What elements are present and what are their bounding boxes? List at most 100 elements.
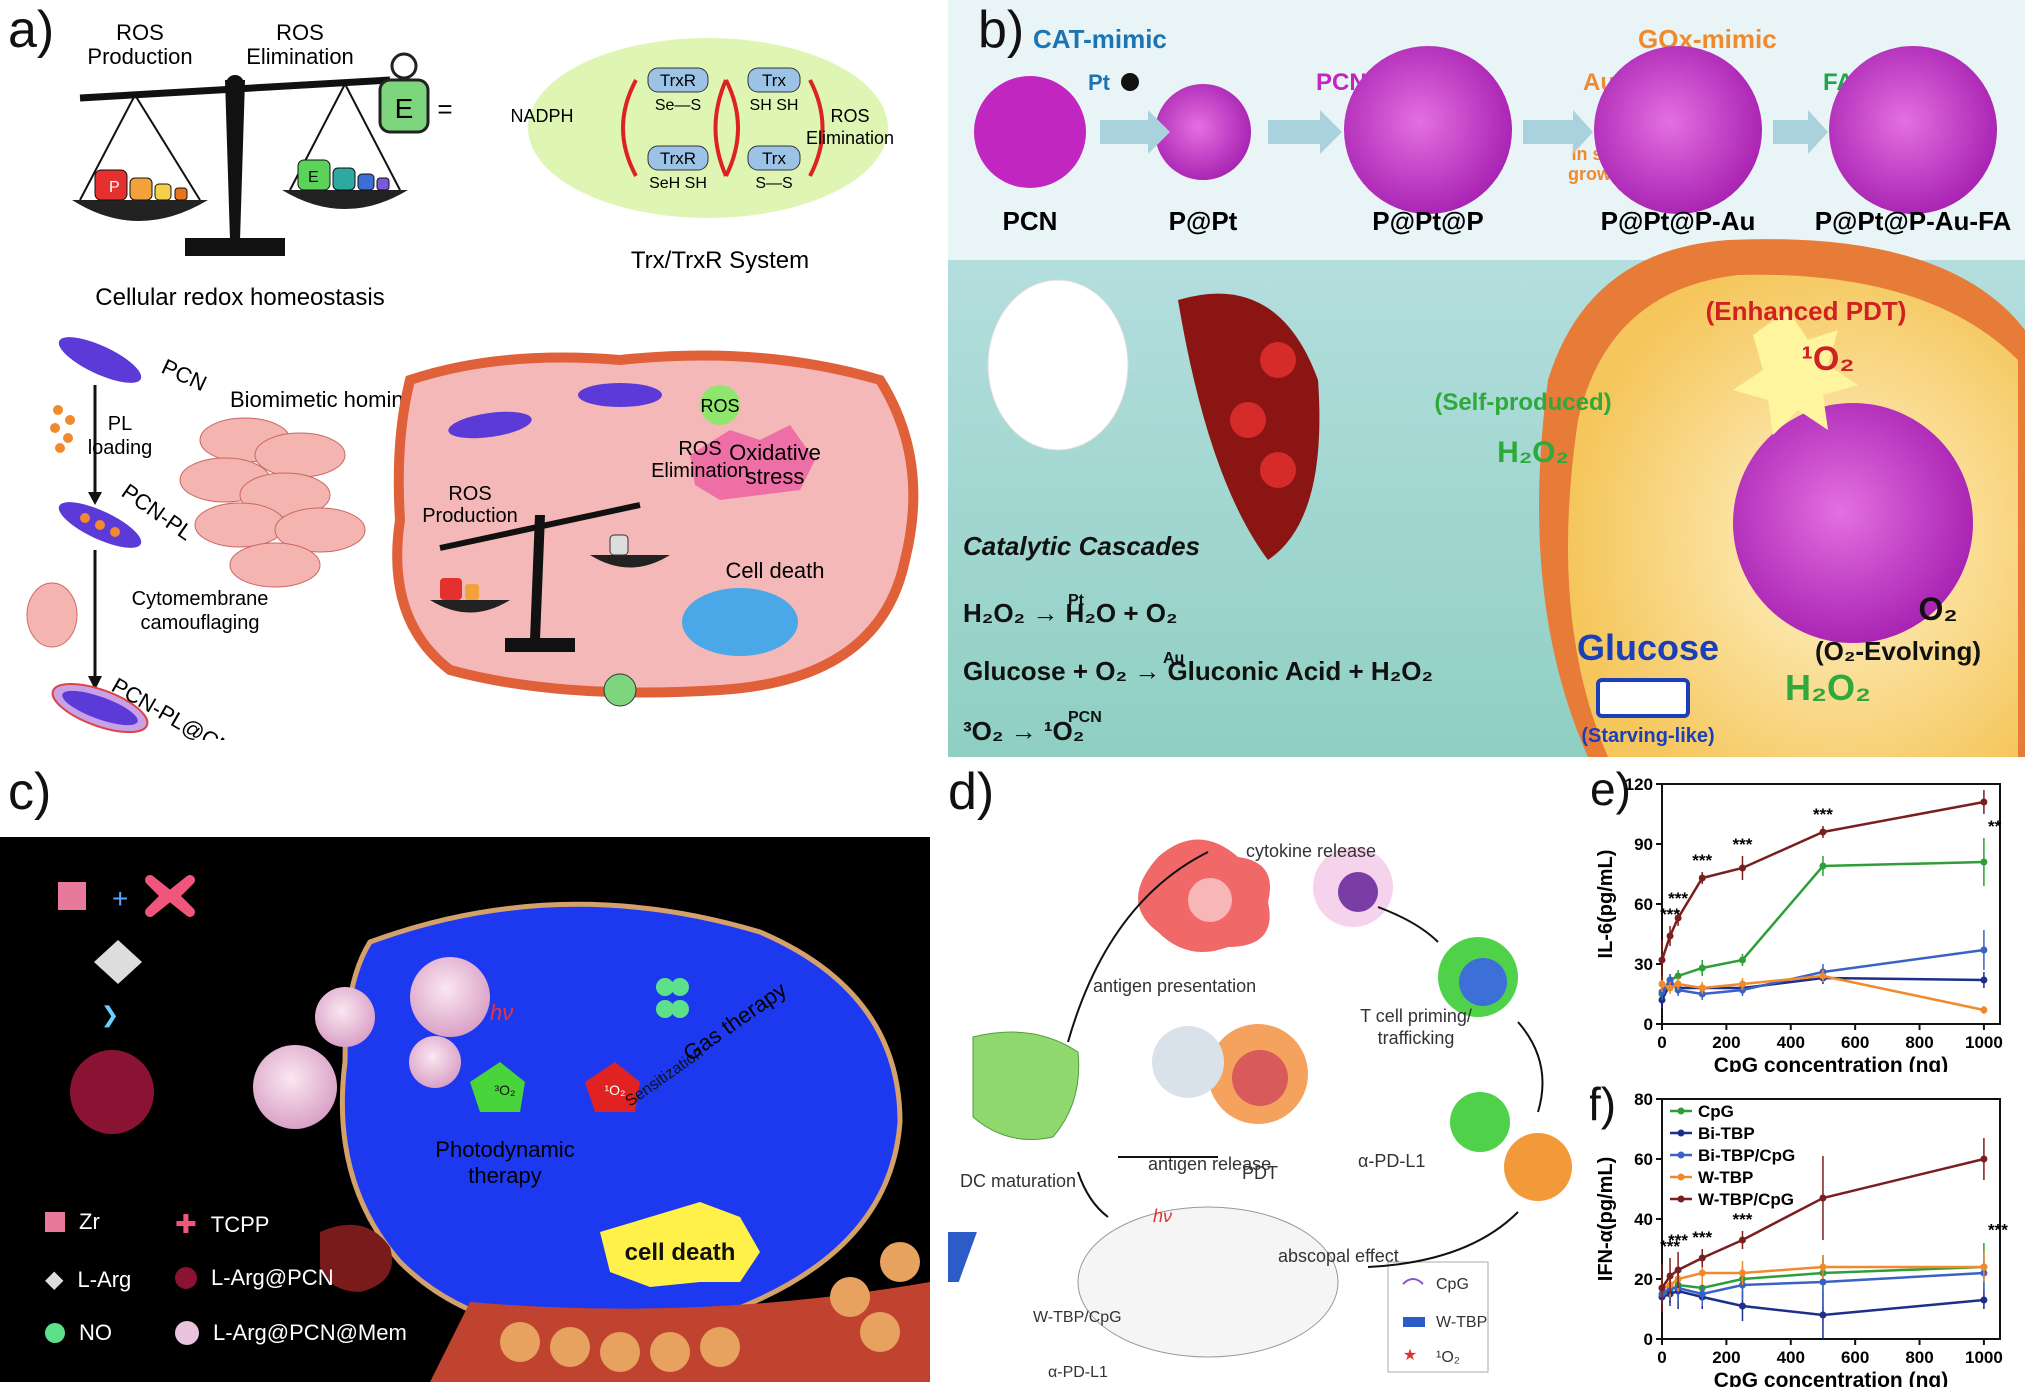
b-name-2: P@Pt@P <box>1372 206 1483 236</box>
svg-text:antigen presentation: antigen presentation <box>1093 976 1256 996</box>
svg-text:S—S: S—S <box>755 175 792 192</box>
svg-text:Pt: Pt <box>1088 70 1111 95</box>
svg-text:Se—S: Se—S <box>655 97 701 114</box>
x-tick-label: 400 <box>1777 1348 1805 1367</box>
y-tick-label: 60 <box>1634 1150 1653 1169</box>
data-point <box>1980 1263 1988 1271</box>
data-point <box>1666 932 1674 940</box>
y-tick-label: 90 <box>1634 835 1653 854</box>
b-name-1: P@Pt <box>1169 206 1238 236</box>
panel-f-label: f) <box>1590 1078 1617 1130</box>
data-point <box>1819 1263 1827 1271</box>
b-name-3: P@Pt@P-Au <box>1601 206 1756 236</box>
l-arg-diamond-icon: ◆ <box>45 1266 64 1293</box>
data-point <box>1738 864 1746 872</box>
legend-label: Bi-TBP/CpG <box>1698 1146 1795 1165</box>
x-tick-label: 1000 <box>1965 1033 2003 1052</box>
data-point <box>1819 972 1827 980</box>
data-point <box>1980 1296 1988 1304</box>
cell-death-c-label: cell death <box>625 1239 736 1266</box>
data-point <box>1666 984 1674 992</box>
legend-marker <box>1677 1107 1685 1115</box>
svg-text:¹O₂: ¹O₂ <box>1802 340 1855 378</box>
x-axis-label: CpG concentration (ng) <box>1714 1369 1949 1387</box>
svg-text:α-PD-L1: α-PD-L1 <box>1048 1364 1108 1381</box>
catalytic-cascades-label: Catalytic Cascades <box>963 531 1200 561</box>
svg-text:+: + <box>112 883 128 914</box>
b-name-0: PCN <box>1003 206 1058 236</box>
legend-l-arg-pcn: L-Arg@PCN <box>211 1265 334 1290</box>
svg-text:PDT: PDT <box>1242 1163 1278 1183</box>
data-point <box>1980 976 1988 984</box>
legend-zr: Zr <box>79 1209 100 1234</box>
svg-text:T cell priming/trafficking: T cell priming/trafficking <box>1360 1006 1472 1048</box>
legend-marker <box>1677 1129 1685 1137</box>
svg-text:W-TBP: W-TBP <box>1436 1314 1487 1331</box>
cell-death-label: Cell death <box>725 558 824 583</box>
legend-label: W-TBP <box>1698 1168 1753 1187</box>
data-point <box>1658 1284 1666 1292</box>
svg-text:TrxR: TrxR <box>660 149 696 168</box>
data-point <box>1698 964 1706 972</box>
panel-b-label: b) <box>978 1 1025 59</box>
panel-b-diagram: CAT-mimic GOx-mimic Pt PCN Au FA in suit… <box>948 0 2025 757</box>
l-arg-pcn-mem-sphere-icon <box>175 1321 199 1345</box>
svg-text:³O₂: ³O₂ <box>495 1082 516 1098</box>
data-point <box>1698 1290 1706 1298</box>
significance-mark: *** <box>1692 851 1712 870</box>
legend-label: Bi-TBP <box>1698 1124 1755 1143</box>
panel-e-label: e) <box>1590 763 1631 815</box>
x-tick-label: 0 <box>1657 1348 1666 1367</box>
enhanced-pdt-label: (Enhanced PDT) <box>1706 296 1907 326</box>
ros-bubble <box>700 385 740 425</box>
svg-text:abscopal effect: abscopal effect <box>1278 1246 1399 1266</box>
svg-text:W-TBP/CpG: W-TBP/CpG <box>1033 1309 1122 1326</box>
svg-text:antigen release: antigen release <box>1148 1154 1271 1174</box>
significance-mark: *** <box>1988 1221 2008 1240</box>
svg-text:hν: hν <box>490 1000 513 1025</box>
svg-text:E: E <box>395 93 414 124</box>
svg-text:³O₂ → ¹O₂: ³O₂ → ¹O₂ <box>963 716 1084 746</box>
data-point <box>1674 980 1682 988</box>
y-axis-label: IL-6(pg/mL) <box>1595 850 1617 959</box>
svg-text:P: P <box>109 179 120 196</box>
svg-text:★: ★ <box>1403 1347 1417 1364</box>
data-point <box>1738 956 1746 964</box>
panel-a-label: a) <box>8 1 55 59</box>
x-tick-label: 800 <box>1905 1033 1933 1052</box>
x-tick-label: 0 <box>1657 1033 1666 1052</box>
x-axis-label: CpG concentration (ng) <box>1714 1054 1949 1072</box>
svg-text:(Self-produced): (Self-produced) <box>1434 389 1611 416</box>
x-tick-label: 400 <box>1777 1033 1805 1052</box>
svg-text:PCN: PCN <box>158 354 211 396</box>
svg-text:NADPH: NADPH <box>510 106 573 126</box>
data-point <box>1819 862 1827 870</box>
svg-text:E: E <box>308 169 319 186</box>
significance-mark: *** <box>1733 1210 1753 1229</box>
data-point <box>1819 1278 1827 1286</box>
svg-text:ROS: ROS <box>700 396 739 416</box>
legend-label: W-TBP/CpG <box>1698 1190 1794 1209</box>
balance-scale: P E <box>72 75 408 256</box>
y-tick-label: 30 <box>1634 955 1653 974</box>
svg-text:H₂O₂ → H₂O + O₂: H₂O₂ → H₂O + O₂ <box>963 598 1178 628</box>
legend-marker <box>1677 1151 1685 1159</box>
legend-tcpp: TCPP <box>210 1211 270 1237</box>
significance-mark: *** <box>1668 889 1688 908</box>
y-tick-label: 40 <box>1634 1210 1653 1229</box>
x-tick-label: 600 <box>1841 1033 1869 1052</box>
svg-text:DC maturation: DC maturation <box>960 1171 1076 1191</box>
b-name-4: P@Pt@P-Au-FA <box>1815 206 2012 236</box>
